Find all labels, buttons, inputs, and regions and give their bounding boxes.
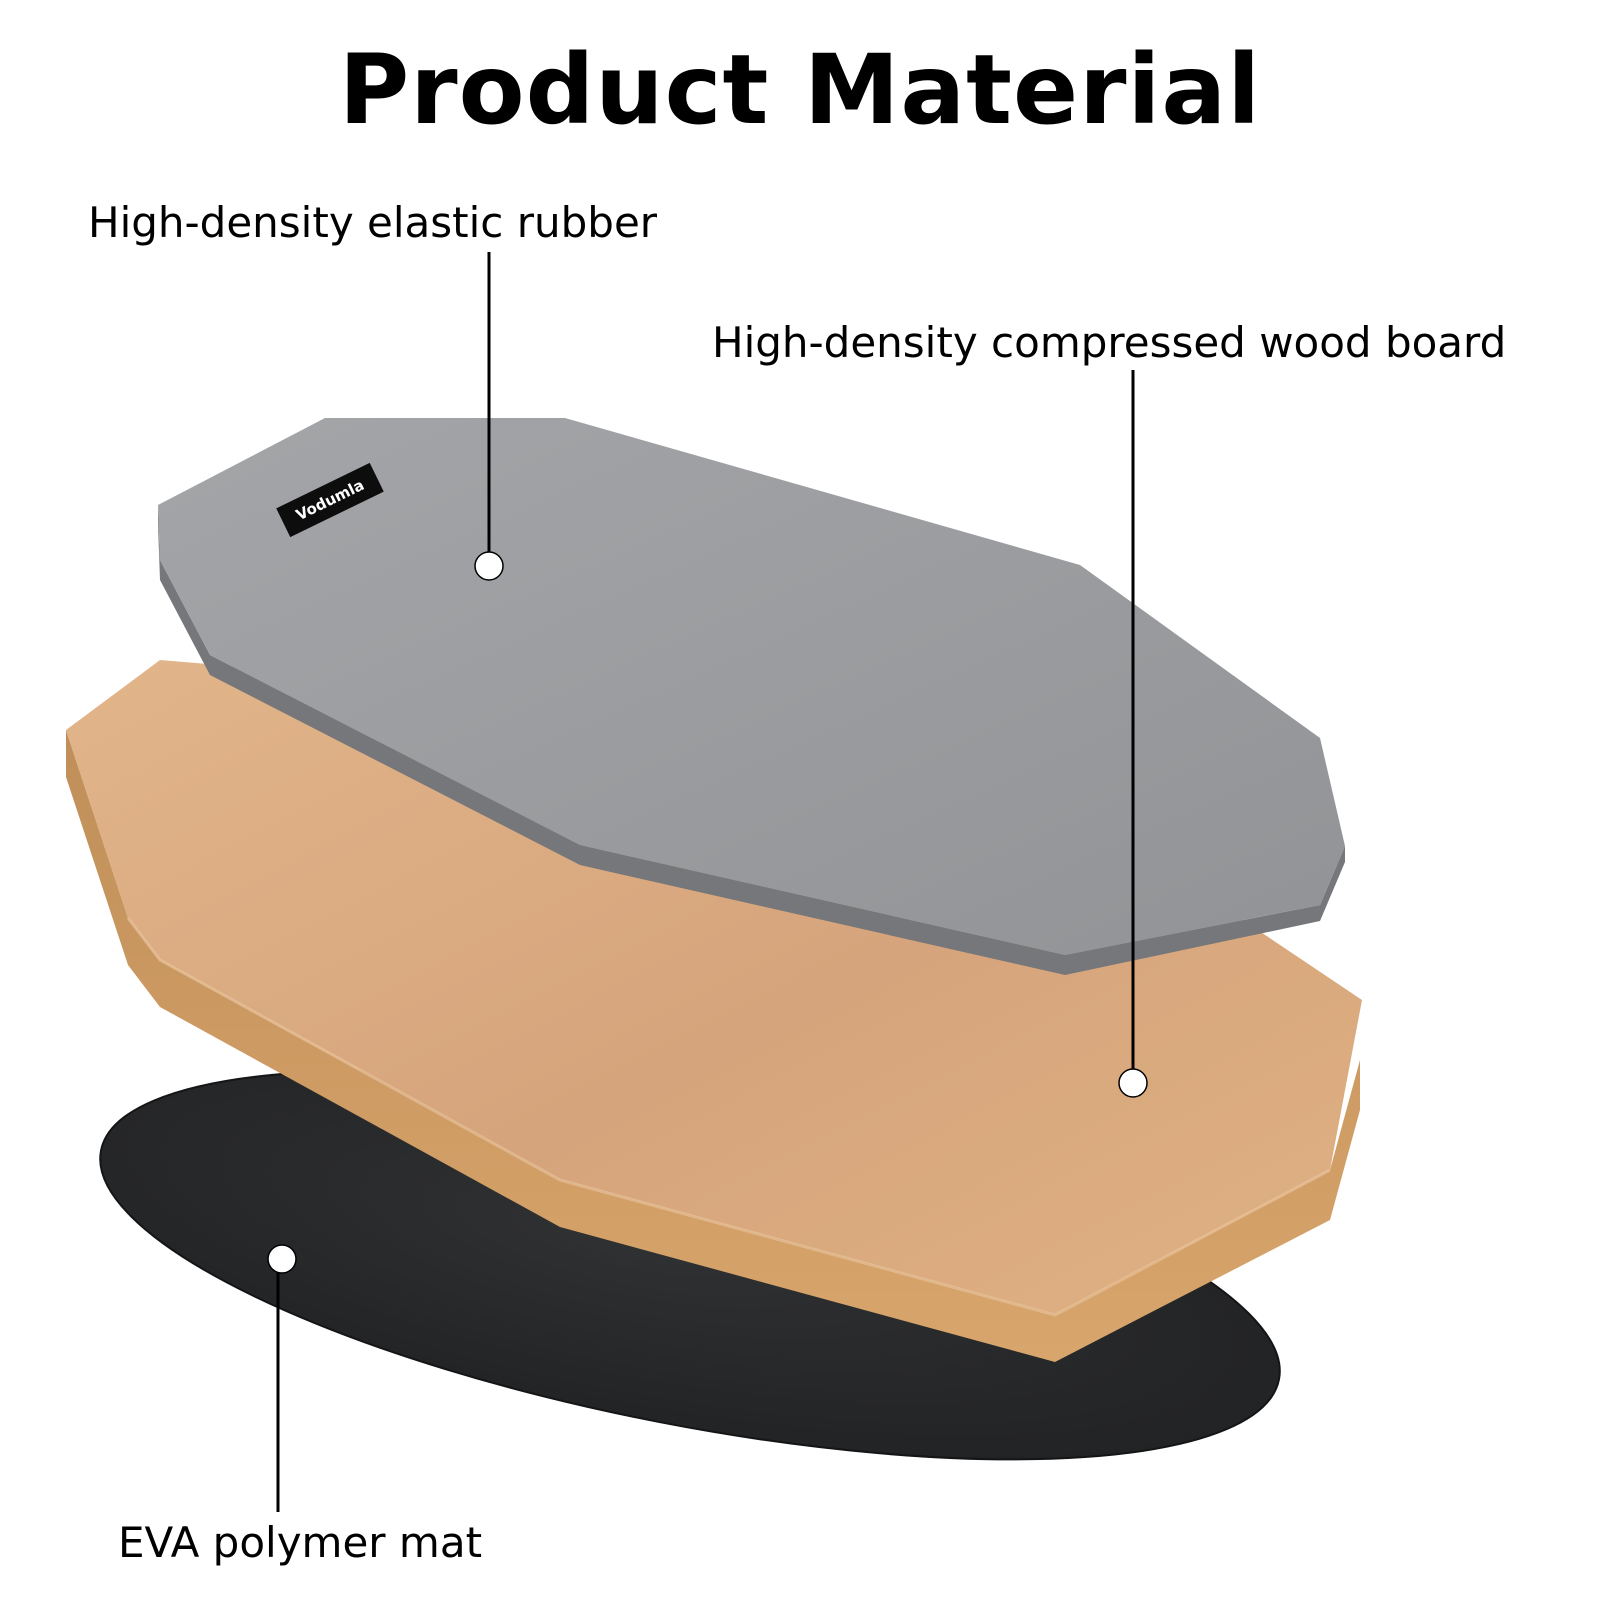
rubber-callout-marker — [474, 551, 504, 581]
wood-callout-marker — [1118, 1068, 1148, 1098]
eva-callout-marker — [267, 1244, 297, 1274]
rubber-pad-layer — [158, 418, 1345, 955]
rubber-layer-label: High-density elastic rubber — [88, 198, 658, 247]
page-title: Product Material — [338, 34, 1262, 146]
wood-board-edge — [66, 730, 1360, 1362]
rubber-pad-edge — [158, 505, 1345, 975]
wood-board-layer — [66, 650, 1362, 1315]
eva-layer-label: EVA polymer mat — [118, 1518, 483, 1567]
wood-layer-label: High-density compressed wood board — [712, 318, 1507, 367]
